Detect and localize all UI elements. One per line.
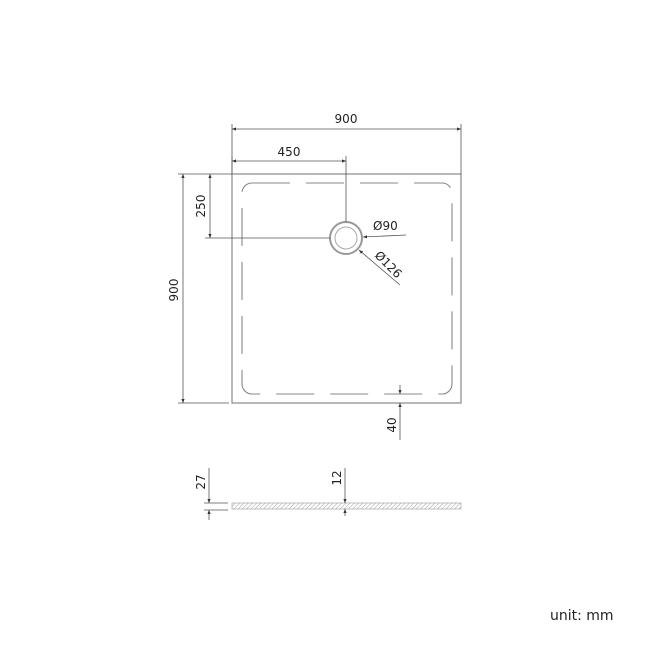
- height-dimension: 27: [194, 468, 228, 520]
- length-label: 900: [167, 279, 181, 302]
- tray-profile: [231, 502, 462, 510]
- drain-inner: [334, 226, 358, 250]
- half-width-dimension: 450: [231, 145, 347, 222]
- tray-outline: [231, 173, 462, 404]
- width-dimension: 900: [231, 112, 462, 174]
- drain-offset-dimension: 250: [194, 174, 330, 239]
- unit-label: unit: mm: [550, 608, 614, 624]
- drain-outer-diameter-callout: Ø126: [358, 248, 405, 286]
- width-label: 900: [335, 112, 358, 126]
- length-dimension: 900: [167, 173, 232, 404]
- drain-inner-diameter-callout: Ø90: [362, 219, 407, 239]
- drain-depth-dimension: 12: [330, 468, 347, 516]
- drain-inner-diameter-label: Ø90: [373, 219, 398, 233]
- tray-inner-rim: [241, 182, 453, 395]
- half-width-label: 450: [278, 145, 301, 159]
- rim-margin-label: 40: [385, 417, 399, 432]
- rim-margin-dimension: 40: [385, 385, 402, 440]
- drain-offset-label: 250: [194, 195, 208, 218]
- drain-outer-diameter-label: Ø126: [372, 248, 405, 281]
- drain-depth-label: 12: [330, 470, 344, 485]
- height-label: 27: [194, 474, 208, 489]
